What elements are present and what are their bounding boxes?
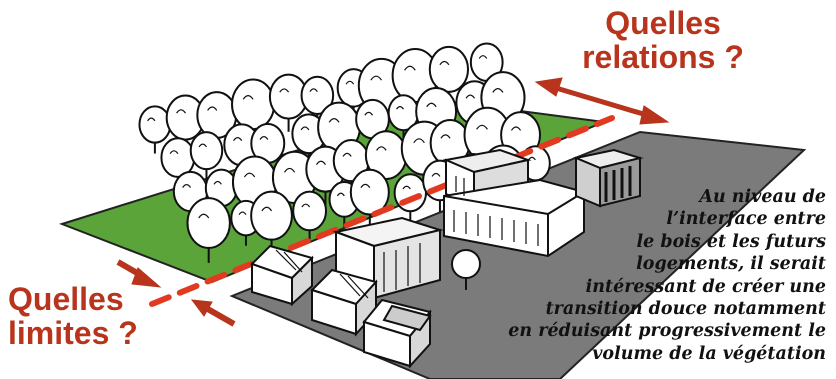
house-2 — [310, 268, 378, 337]
tree-detail — [476, 124, 488, 130]
apartment-block-middle — [332, 216, 444, 300]
question-limites-line2: limites ? — [8, 315, 138, 351]
tree-detail — [336, 192, 345, 197]
tree — [292, 190, 328, 232]
tree-detail — [404, 65, 416, 71]
tree-detail — [261, 206, 273, 212]
relations-double-arrow — [534, 77, 670, 125]
tree-detail — [413, 138, 425, 144]
tree-detail — [283, 167, 296, 173]
annotation-text: Au niveau de l’interface entre le bois e… — [446, 186, 826, 365]
tree-detail — [279, 88, 290, 93]
apartment-block-back — [442, 148, 585, 258]
tree-detail — [426, 102, 437, 108]
question-limites: Quelles limites ? — [8, 282, 148, 350]
tree — [428, 45, 470, 93]
tree — [186, 197, 231, 249]
tree-detail — [169, 150, 179, 155]
tree-detail — [528, 156, 536, 161]
tree-detail — [370, 75, 383, 81]
tree-detail — [207, 106, 218, 111]
tree-detail — [439, 60, 450, 66]
tree-detail — [238, 211, 247, 216]
annotation-line: volume de la végétation — [592, 343, 826, 364]
annotation-line: transition douce notamment — [545, 299, 826, 320]
tree-detail — [259, 136, 269, 140]
tree-detail — [510, 126, 522, 131]
tree-detail — [213, 180, 222, 185]
tree — [300, 75, 335, 115]
house-1 — [250, 244, 314, 307]
annotation-line: en réduisant progressivement le — [508, 321, 826, 342]
tree-detail — [431, 172, 441, 177]
tree — [189, 131, 224, 171]
tree-detail — [376, 146, 387, 151]
tree-detail — [465, 94, 476, 99]
tree-detail — [478, 55, 488, 59]
tree-detail — [440, 134, 451, 139]
annotation-line: Au niveau de — [699, 187, 826, 207]
boundary-dashed-line — [149, 115, 615, 307]
tree-detail — [402, 185, 411, 190]
tree-detail — [315, 160, 326, 165]
tree-detail — [309, 88, 318, 93]
tree-detail — [328, 118, 340, 123]
tree — [250, 190, 293, 241]
question-limites-line1: Quelles — [8, 281, 124, 317]
annotation-line: intéressant de créer une — [585, 276, 826, 297]
lone-tree — [451, 249, 481, 290]
tree-detail — [198, 143, 207, 148]
annotation-line: logements, il serait — [636, 254, 826, 275]
tree-detail — [176, 109, 186, 114]
tree-detail — [342, 152, 352, 157]
tree-detail — [345, 80, 355, 85]
question-relations-line1: Quelles — [605, 5, 721, 41]
tree-detail — [243, 172, 256, 178]
tree-detail — [233, 137, 243, 142]
tree — [138, 105, 172, 144]
house-3 — [362, 298, 432, 369]
tree — [349, 168, 390, 216]
tree-detail — [242, 95, 254, 100]
tree-detail — [396, 106, 405, 110]
question-relations-line2: relations ? — [582, 39, 744, 75]
annotation-line: l’interface entre — [666, 209, 826, 230]
question-relations: Quelles relations ? — [578, 6, 748, 74]
tree-detail — [300, 126, 310, 131]
limites-arrows — [116, 259, 236, 327]
tree — [393, 173, 427, 213]
tree-detail — [492, 88, 504, 93]
tree-detail — [147, 117, 156, 122]
tree-detail — [198, 213, 210, 219]
tree — [231, 78, 276, 131]
tree-detail — [360, 183, 371, 189]
tree-detail — [364, 111, 374, 116]
dark-cube-building — [572, 148, 644, 208]
annotation-line: le bois et les futurs — [636, 231, 826, 252]
tree-detail — [301, 203, 311, 208]
tree-detail — [182, 184, 192, 188]
